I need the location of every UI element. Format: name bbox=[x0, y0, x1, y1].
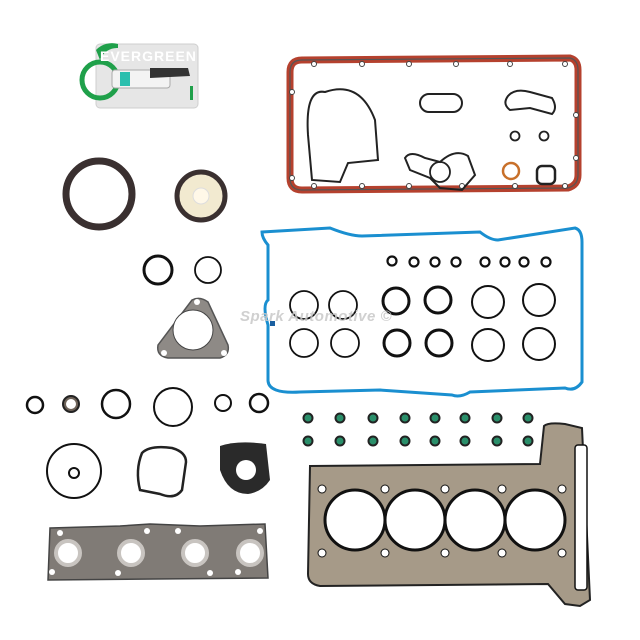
sealant-brand-label: EVERGREEN bbox=[100, 48, 197, 64]
head-gasket bbox=[306, 422, 592, 608]
sealant-pack bbox=[79, 43, 199, 109]
valve-cover-gasket bbox=[260, 226, 584, 398]
watermark: Spark Automotive © bbox=[240, 308, 393, 325]
water-outlet-gasket bbox=[220, 442, 270, 494]
oil-pan-gasket bbox=[286, 54, 582, 194]
misc-orings bbox=[25, 387, 270, 499]
spark-tube-seals bbox=[289, 283, 556, 362]
small-orings bbox=[386, 255, 552, 268]
valve-stem-seals bbox=[302, 412, 534, 447]
thermostat-gasket bbox=[136, 445, 188, 498]
exhaust-manifold-gasket bbox=[47, 523, 269, 581]
exhaust-flange-gasket bbox=[156, 297, 230, 359]
front-rear-seals bbox=[62, 157, 228, 286]
